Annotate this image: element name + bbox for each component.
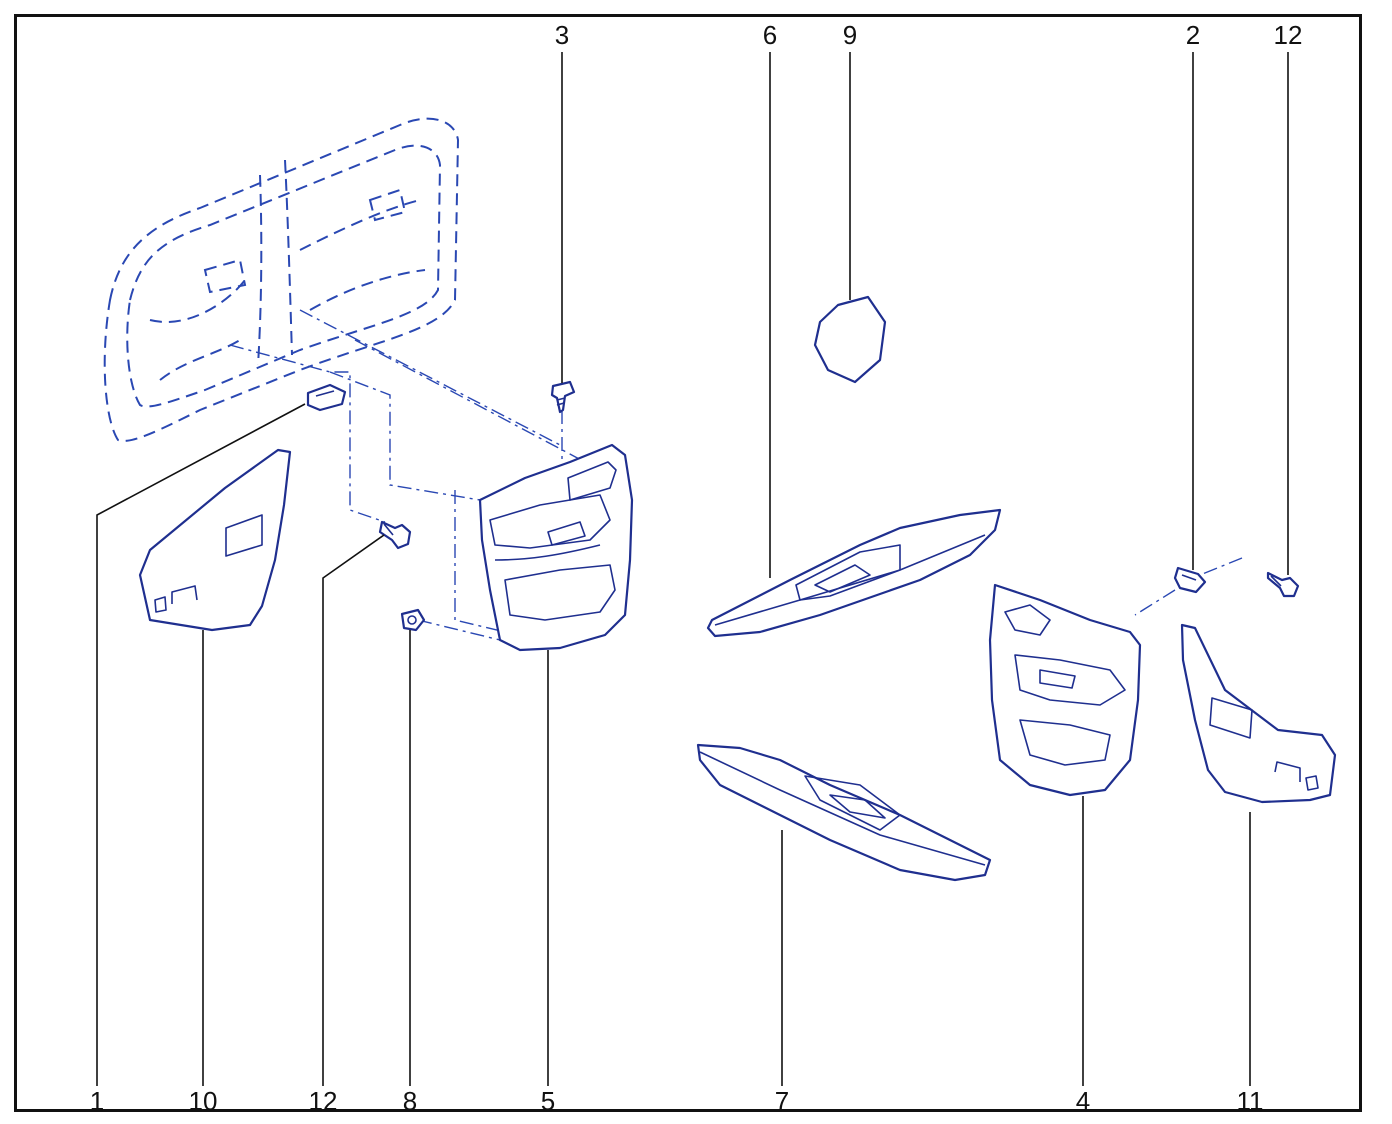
callout-8: 8 bbox=[403, 1086, 417, 1116]
door-frame-ghost bbox=[103, 117, 460, 442]
part-2-clip bbox=[1173, 566, 1207, 594]
callout-5: 5 bbox=[541, 1086, 555, 1116]
part-12-screw-right bbox=[1266, 571, 1300, 598]
leader-lines bbox=[96, 52, 1289, 1086]
callout-1: 1 bbox=[90, 1086, 104, 1116]
callout-7: 7 bbox=[775, 1086, 789, 1116]
part-7-switch-bezel bbox=[696, 743, 992, 882]
callout-12-bottom: 12 bbox=[309, 1086, 338, 1116]
part-11-insulation-pad bbox=[1180, 623, 1337, 804]
part-12-screw-left bbox=[378, 520, 412, 550]
part-10-insulation-pad bbox=[138, 448, 292, 632]
callout-2: 2 bbox=[1186, 20, 1200, 50]
part-8-fastener bbox=[400, 608, 426, 632]
callout-3: 3 bbox=[555, 20, 569, 50]
callout-labels: 3 6 9 2 12 1 10 12 8 5 7 4 11 bbox=[90, 20, 1303, 1116]
part-5-door-trim-panel bbox=[478, 443, 634, 652]
callout-11: 11 bbox=[1237, 1086, 1264, 1116]
part-9-pad bbox=[813, 295, 887, 384]
callout-9: 9 bbox=[843, 20, 857, 50]
part-1-clip bbox=[306, 383, 347, 412]
leader-1 bbox=[96, 403, 306, 1086]
part-3-screw bbox=[550, 380, 576, 414]
leader-12-bottom bbox=[322, 534, 385, 1086]
part-4-door-trim-panel bbox=[988, 583, 1142, 797]
callout-12-top: 12 bbox=[1274, 20, 1303, 50]
assembly-guide-lines bbox=[229, 309, 1243, 641]
callout-6: 6 bbox=[763, 20, 777, 50]
callout-4: 4 bbox=[1076, 1086, 1090, 1116]
callout-10: 10 bbox=[189, 1086, 218, 1116]
part-6-switch-bezel bbox=[706, 508, 1002, 638]
